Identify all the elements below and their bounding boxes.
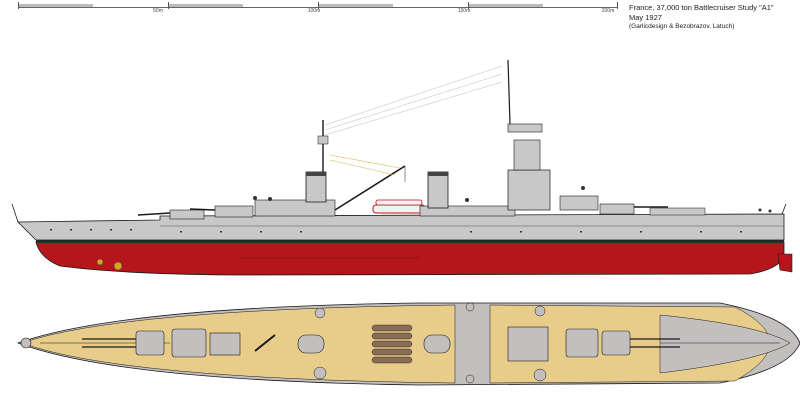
caption: France, 37,000 ton Battlecruiser Study "…: [629, 3, 799, 32]
propeller: [96, 258, 104, 266]
ensign-staff: [781, 203, 787, 215]
scale-bar: 50m 100m 150m 200m: [18, 2, 618, 14]
ship-boats: [375, 199, 423, 206]
aerial-wire: [324, 73, 503, 131]
deckhouse: [254, 199, 336, 217]
scale-tick: [617, 2, 618, 9]
hull-underwater-red: [35, 241, 785, 276]
ship-side-profile: [11, 59, 793, 276]
gun-barrel: [189, 208, 216, 211]
boot-topping: [36, 240, 784, 243]
portholes: [50, 229, 742, 233]
quarterdeck-steel: [659, 314, 791, 374]
rigging: [329, 159, 396, 176]
scale-tick: [318, 2, 319, 9]
funnel-cap: [306, 172, 326, 176]
plan-forward-funnel: [297, 334, 325, 354]
tower-upper: [513, 139, 541, 171]
scale-label-50m: 50m: [153, 8, 163, 14]
deck-fittings: [253, 186, 772, 213]
aft-turret-2: [599, 203, 635, 215]
ship-boats: [372, 204, 426, 214]
plan-aft-turret-1: [565, 328, 599, 358]
propeller: [113, 261, 123, 271]
plan-secondary-mounts: [313, 302, 547, 384]
scale-segment: [18, 4, 93, 7]
ship-deck-plan: [16, 302, 800, 386]
anchor-capstan: [20, 337, 32, 349]
plan-aft-turret-2: [601, 330, 631, 356]
scale-segment: [468, 4, 543, 7]
caption-date: May 1927: [629, 12, 662, 22]
plan-crane: [254, 334, 276, 352]
hull-gray: [17, 213, 785, 241]
caption-title: France, 37,000 ton Battlecruiser Study "…: [629, 3, 774, 12]
scale-label-100m: 100m: [307, 8, 321, 14]
crane: [334, 165, 406, 211]
plan-turret-2: [171, 328, 207, 358]
bridge-tower: [507, 169, 551, 211]
scale-label-150m: 150m: [457, 8, 471, 14]
plan-aft-funnel: [423, 334, 451, 354]
scale-tick: [18, 2, 19, 9]
fire-control-top: [317, 135, 329, 145]
scale-segment: [168, 4, 243, 7]
forward-funnel: [305, 171, 327, 203]
mainmast: [507, 59, 511, 125]
rigging: [329, 154, 401, 169]
aft-deckhouse: [649, 207, 706, 216]
gun-barrel: [137, 212, 171, 216]
scale-tick: [168, 2, 169, 9]
midship-deckhouse: [419, 205, 516, 217]
aft-funnel: [427, 171, 449, 209]
plan-boats: [371, 324, 413, 364]
plan-bridge: [209, 332, 241, 356]
rangefinder: [507, 123, 543, 133]
aerial-wire: [324, 65, 503, 126]
aft-turret-1: [559, 195, 599, 211]
forward-turret-1: [169, 209, 205, 220]
funnel-cap: [428, 172, 448, 176]
scale-label-200m: 200m: [601, 8, 615, 14]
scale-tick: [468, 2, 469, 9]
jack-staff: [11, 203, 19, 223]
plan-turret-1: [135, 330, 165, 356]
forward-turret-2: [214, 205, 254, 218]
rudder: [777, 253, 793, 273]
plan-tower: [507, 326, 549, 362]
caption-credit: (Garlicdesign & Bezobrazov, Latuch): [629, 23, 735, 30]
scale-segment: [318, 4, 393, 7]
aerial-wire: [324, 81, 503, 136]
